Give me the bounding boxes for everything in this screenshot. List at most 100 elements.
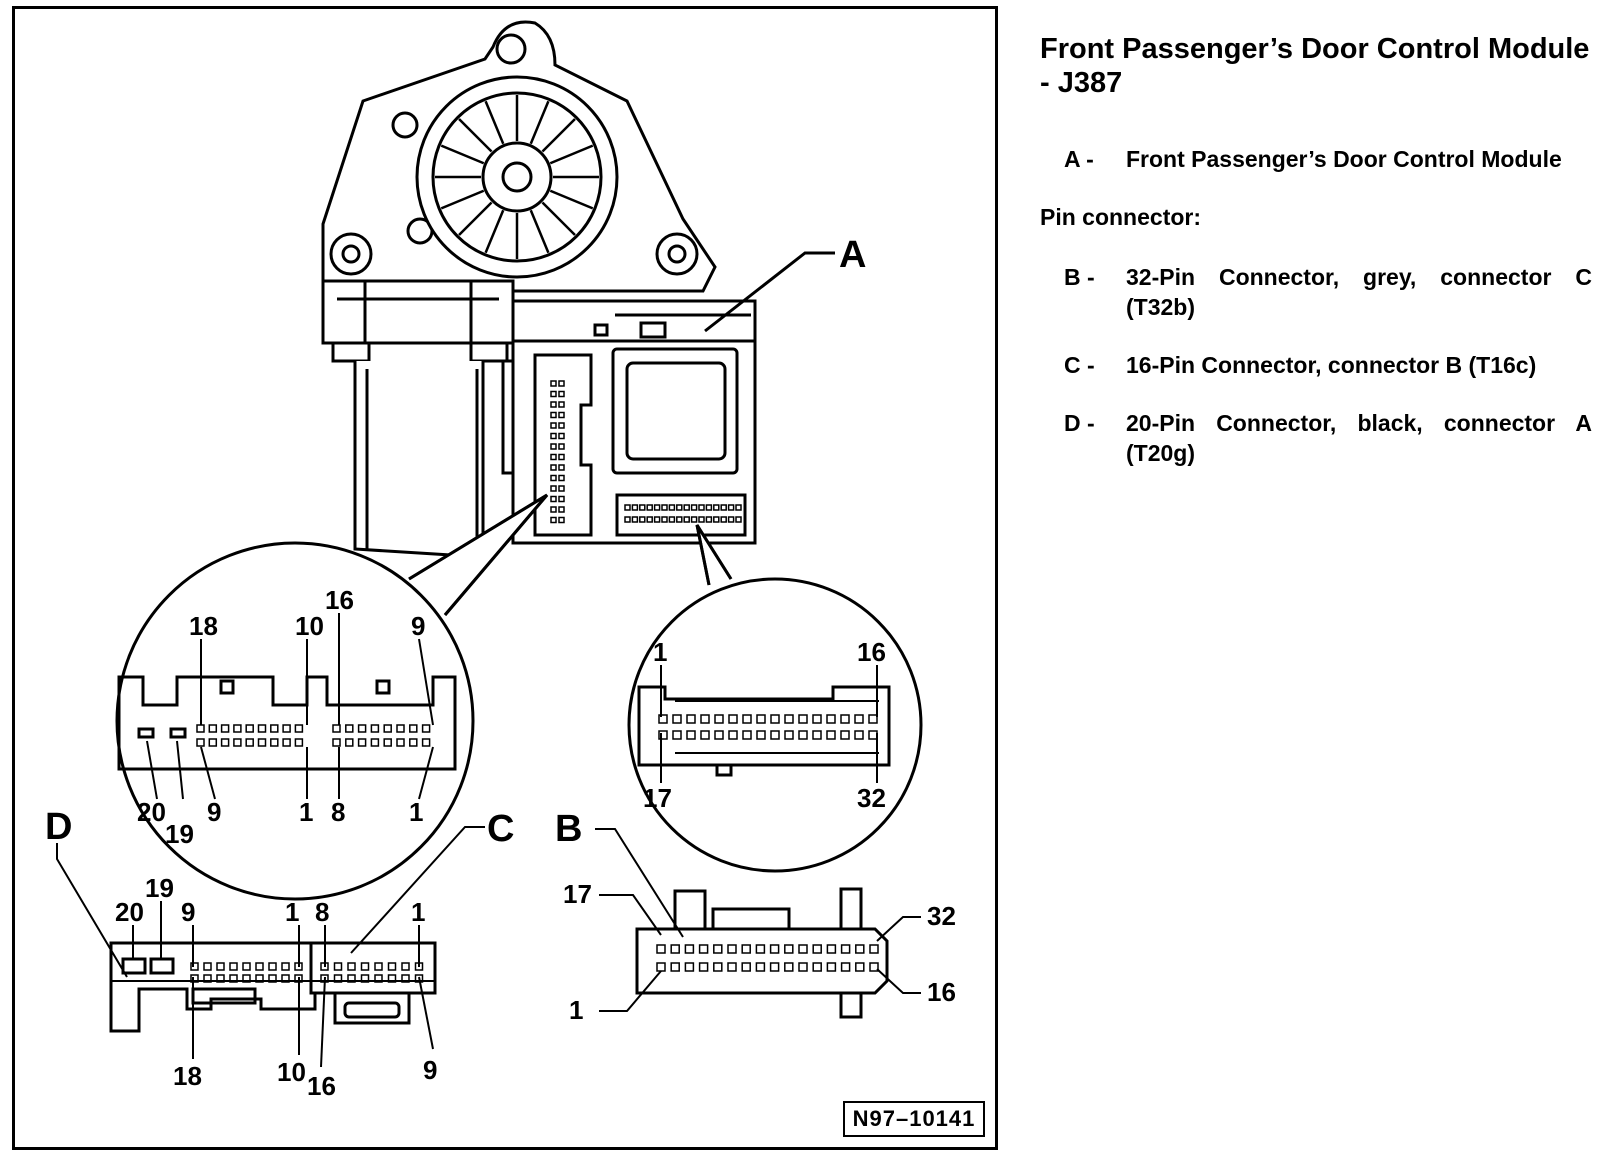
pin: [741, 962, 751, 972]
pin: [840, 714, 850, 724]
pin: [216, 974, 225, 983]
gear-spoke: [458, 201, 493, 236]
pin: [639, 504, 646, 511]
legend-item-a: A - Front Passenger’s Door Control Modul…: [1040, 144, 1592, 174]
gear-spoke: [541, 201, 576, 236]
pin: [558, 474, 565, 482]
pin: [282, 738, 291, 747]
pin: [268, 962, 277, 971]
pin: [714, 714, 724, 724]
pin: [229, 962, 238, 971]
pin: [770, 714, 780, 724]
pin: [840, 962, 851, 972]
pin: [826, 730, 836, 740]
pin: [741, 944, 751, 954]
callout-c-leader: [350, 826, 485, 954]
pin: [812, 962, 822, 972]
pin: [558, 464, 565, 471]
pin: [683, 504, 690, 511]
callout-c: C: [487, 808, 514, 850]
pin: [282, 724, 291, 733]
pin: [855, 944, 865, 954]
pin: [653, 516, 661, 523]
pin: [396, 738, 405, 747]
pin: [550, 495, 557, 503]
legend-key-c: C -: [1064, 352, 1095, 378]
pin: [798, 944, 808, 954]
pin: [550, 390, 557, 398]
zoom-left-label-1-right: 1: [409, 797, 423, 827]
pin: [646, 516, 653, 523]
pin: [714, 730, 724, 740]
pin: [742, 730, 752, 740]
pin: [826, 962, 837, 972]
connector-b-pin-grid: [656, 944, 879, 972]
pin: [550, 411, 557, 419]
gear-spoke: [529, 100, 550, 145]
pin: [190, 962, 199, 971]
pin: [255, 962, 264, 971]
pin: [686, 730, 696, 740]
pin: [742, 714, 752, 724]
pin: [784, 944, 794, 954]
pin: [203, 962, 212, 971]
pin: [229, 974, 238, 983]
connector-b: [635, 887, 889, 1019]
callout-d-leader: [56, 843, 128, 978]
pin: [698, 962, 709, 972]
pin: [676, 516, 683, 523]
connector-c-pin-grid: [320, 962, 424, 983]
pin: [332, 738, 341, 747]
pin: [755, 944, 766, 954]
pin: [784, 962, 794, 972]
pin: [558, 390, 565, 398]
pin: [661, 504, 668, 511]
pin: [784, 714, 794, 724]
pin: [360, 962, 370, 971]
zoom-left-label-20: 20: [137, 797, 166, 827]
pin: [347, 974, 356, 983]
pin: [387, 974, 397, 983]
pin: [550, 401, 557, 408]
pin: [208, 724, 218, 733]
pin: [374, 974, 383, 983]
pin: [558, 516, 565, 524]
pin: [550, 432, 557, 440]
pin: [700, 714, 710, 724]
pin: [826, 944, 837, 954]
pin: [698, 944, 709, 954]
zoom-left-label-8: 8: [331, 797, 345, 827]
pin: [676, 504, 683, 511]
control-module: [511, 299, 757, 545]
zoom-circle-left: [115, 493, 549, 901]
pin: [756, 730, 766, 740]
pin: [855, 962, 865, 972]
pin: [220, 738, 230, 747]
conn-c-label-1: 1: [411, 897, 425, 927]
conn-d-label-18: 18: [173, 1061, 202, 1091]
pin: [401, 962, 410, 971]
pin: [208, 738, 218, 747]
pin: [558, 485, 565, 492]
pin: [713, 962, 723, 972]
pin: [624, 516, 631, 523]
pin: [357, 724, 367, 733]
conn-c-label-8: 8: [315, 897, 329, 927]
pin: [700, 730, 710, 740]
pin: [558, 495, 565, 503]
pin: [558, 506, 565, 513]
pin: [672, 730, 682, 740]
pin: [550, 506, 557, 513]
legend-item-b: B - 32-Pin Connector, grey, connector C …: [1040, 262, 1592, 322]
pin: [854, 730, 864, 740]
pin: [421, 738, 431, 747]
pin: [705, 504, 713, 511]
pin: [653, 504, 661, 511]
pin: [550, 485, 557, 492]
pin: [656, 944, 666, 954]
conn-b-label-1: 1: [569, 995, 583, 1025]
zoom-left-label-10: 10: [295, 611, 324, 641]
pin: [294, 738, 304, 747]
pin: [345, 738, 354, 747]
pin: [270, 724, 279, 733]
